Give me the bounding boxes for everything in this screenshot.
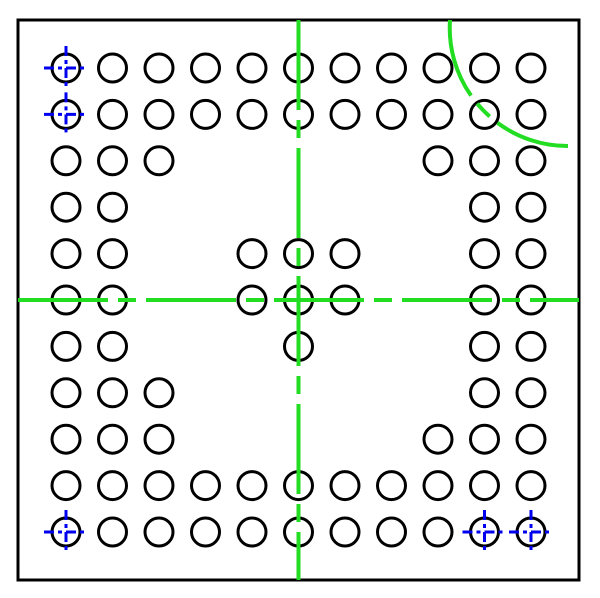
corner-orientation-arc <box>447 19 569 149</box>
ball-pad <box>236 284 268 316</box>
ball-pad <box>50 330 82 362</box>
ball-pad <box>469 470 500 502</box>
ball-pad <box>329 98 361 130</box>
ball-pad <box>329 238 361 270</box>
ball-pad <box>143 516 175 548</box>
ball-pad <box>469 52 500 84</box>
ball-pad <box>236 516 268 548</box>
ball-pad <box>97 516 128 548</box>
ball-pad <box>515 470 547 502</box>
ball-pad <box>469 377 500 409</box>
ball-pad <box>97 470 128 502</box>
ball-pad <box>50 470 82 502</box>
ball-pad <box>515 238 547 270</box>
ball-pad <box>515 191 547 223</box>
ball-pad <box>97 330 128 362</box>
ball-pad <box>515 145 547 177</box>
ball-pad <box>376 470 407 502</box>
ball-pad <box>376 52 407 84</box>
ball-pad <box>50 145 82 177</box>
ball-pad <box>469 238 500 270</box>
ball-pad <box>50 191 82 223</box>
ball-pad <box>97 423 128 455</box>
ball-pad <box>422 98 454 130</box>
fiducials-layer <box>44 46 553 554</box>
ball-pad <box>515 377 547 409</box>
ball-pad <box>469 145 500 177</box>
ball-pad <box>190 52 221 84</box>
ball-pad <box>422 52 454 84</box>
ball-pad <box>97 98 128 130</box>
ball-pad <box>143 377 175 409</box>
ball-pad <box>469 191 500 223</box>
ball-pad <box>329 52 361 84</box>
ball-pad <box>376 516 407 548</box>
ball-pad <box>236 470 268 502</box>
ball-pad <box>236 52 268 84</box>
ball-pad <box>50 238 82 270</box>
ball-pad <box>422 516 454 548</box>
ball-pad <box>50 377 82 409</box>
ball-pad <box>515 98 547 130</box>
ball-pad <box>190 516 221 548</box>
ball-pad <box>143 52 175 84</box>
ball-pad <box>236 98 268 130</box>
ball-pad <box>143 470 175 502</box>
ball-pad <box>143 98 175 130</box>
ball-pad <box>515 52 547 84</box>
ball-pad <box>329 470 361 502</box>
ball-pad <box>97 377 128 409</box>
ball-pad <box>376 98 407 130</box>
ball-pad <box>283 238 314 270</box>
ball-pad <box>515 423 547 455</box>
ball-pad <box>422 470 454 502</box>
ball-pad <box>97 145 128 177</box>
ball-pad <box>190 98 221 130</box>
ball-pad <box>97 191 128 223</box>
ball-pad <box>97 238 128 270</box>
ball-pad <box>236 238 268 270</box>
ball-pad <box>469 330 500 362</box>
ball-pad <box>422 423 454 455</box>
ball-pad <box>329 516 361 548</box>
ball-pad <box>97 52 128 84</box>
ball-pad <box>143 423 175 455</box>
ball-pad <box>190 470 221 502</box>
ball-pad <box>50 423 82 455</box>
ball-pad <box>515 330 547 362</box>
ball-pad <box>469 98 500 130</box>
ball-pad <box>469 423 500 455</box>
ball-pad <box>422 145 454 177</box>
guides-layer <box>18 19 579 580</box>
ball-pad <box>143 145 175 177</box>
